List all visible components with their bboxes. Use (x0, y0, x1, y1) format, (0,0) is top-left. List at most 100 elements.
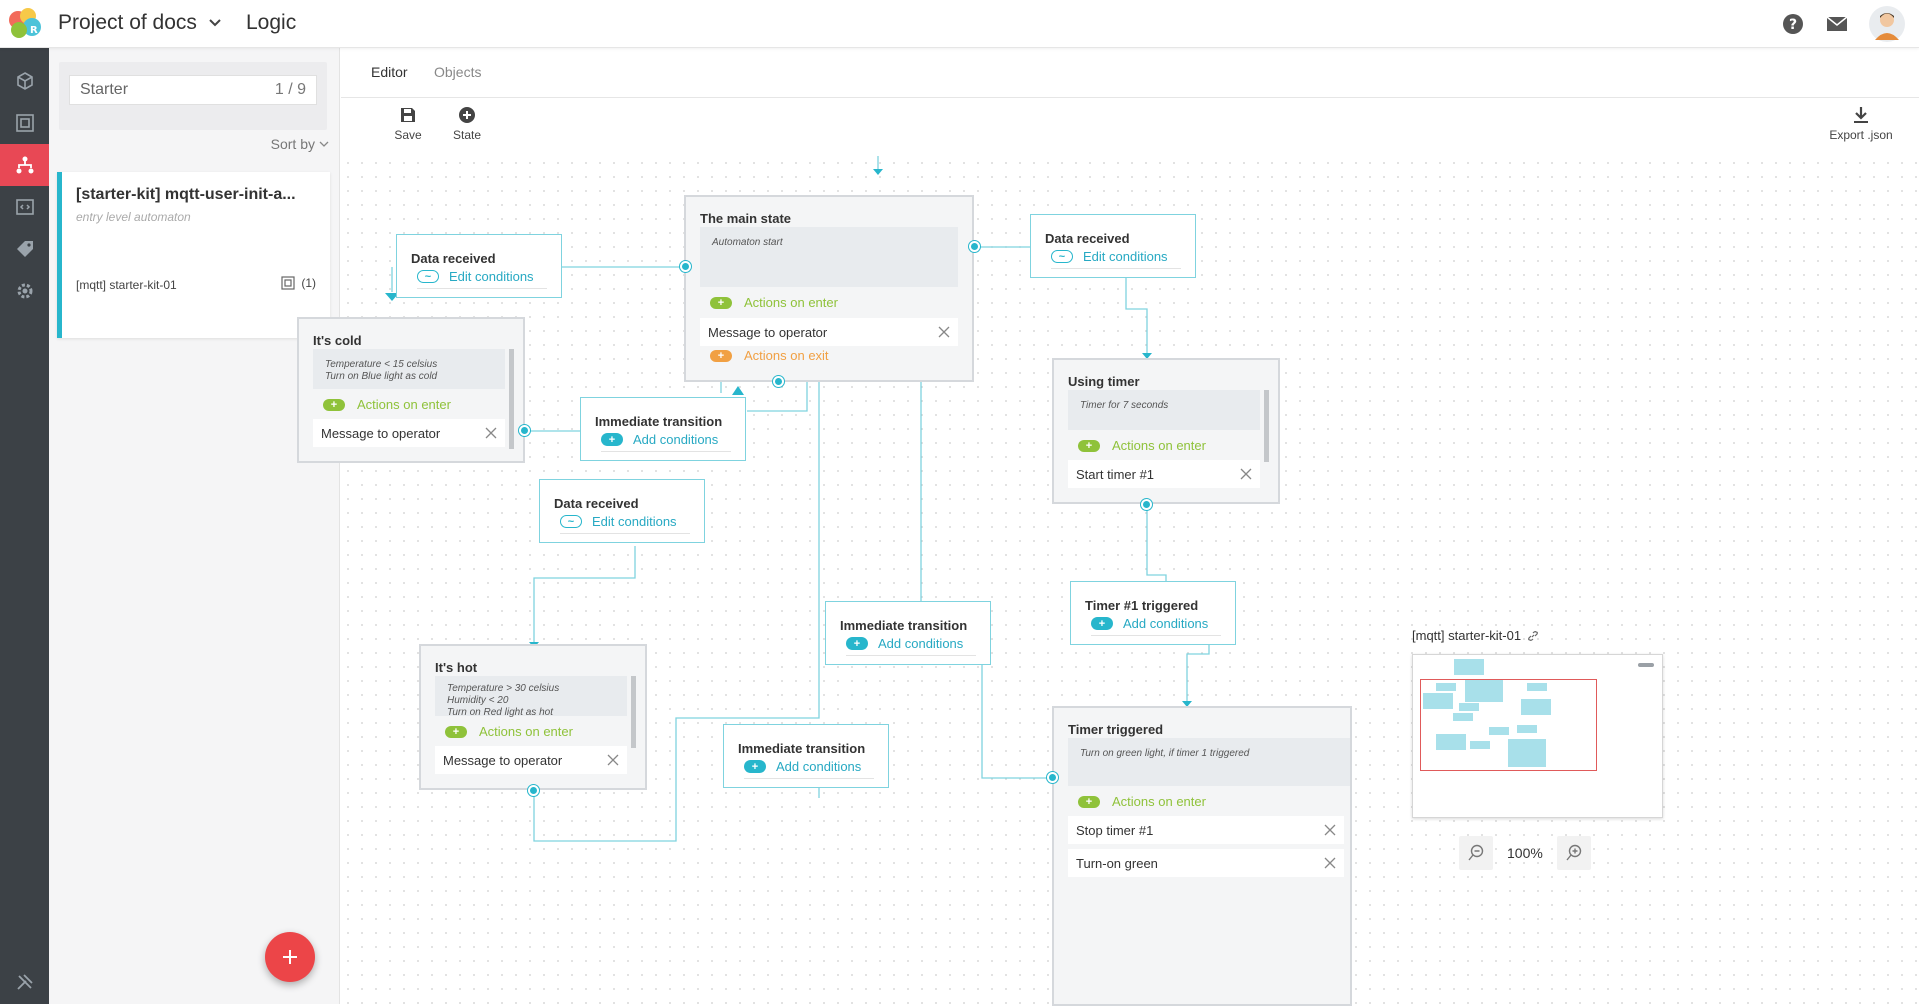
state-node-using-timer[interactable]: Using timer Timer for 7 seconds +Actions… (1052, 358, 1280, 504)
close-icon[interactable] (485, 427, 497, 439)
scrollbar[interactable] (1264, 390, 1269, 462)
state-node-timer-triggered[interactable]: Timer triggered Turn on green light, if … (1052, 706, 1352, 1006)
transition-title: Immediate transition (595, 414, 723, 429)
edit-conditions-link[interactable]: ~Edit conditions (1051, 249, 1181, 269)
close-icon[interactable] (1240, 468, 1252, 480)
state-title: Using timer (1068, 374, 1140, 389)
zoom-in-button[interactable] (1556, 836, 1591, 870)
sort-by-dropdown[interactable]: Sort by (271, 136, 329, 152)
state-node-main[interactable]: The main state Automaton start +Actions … (684, 195, 974, 382)
connection-port[interactable] (773, 376, 784, 387)
code-icon (15, 197, 35, 217)
logic-canvas[interactable]: The main state Automaton start +Actions … (297, 156, 1919, 1006)
sidebar-item-objects[interactable] (0, 60, 49, 102)
actions-on-enter[interactable]: +Actions on enter (445, 724, 573, 739)
search-count: 1 / 9 (274, 81, 306, 98)
device-frame-icon (281, 276, 301, 290)
add-conditions-link[interactable]: +Add conditions (744, 759, 874, 779)
actions-on-exit[interactable]: +Actions on exit (710, 348, 829, 363)
minimap-viewport[interactable] (1420, 679, 1597, 771)
scrollbar[interactable] (631, 676, 636, 748)
transition-node-immediate[interactable]: Immediate transition +Add conditions (580, 397, 746, 461)
automaton-card[interactable]: [starter-kit] mqtt-user-init-a... entry … (57, 172, 330, 338)
add-conditions-link[interactable]: +Add conditions (601, 432, 731, 452)
transition-node-data-received[interactable]: Data received ~Edit conditions (539, 479, 705, 543)
action-item[interactable]: Message to operator (700, 318, 958, 346)
card-device-count: (1) (281, 276, 316, 290)
gear-network-icon (15, 281, 35, 301)
connection-port[interactable] (1141, 499, 1152, 510)
sidebar-item-logic[interactable] (0, 144, 49, 186)
edit-conditions-link[interactable]: ~Edit conditions (417, 269, 547, 289)
connection-port[interactable] (1047, 772, 1058, 783)
tab-objects[interactable]: Objects (434, 64, 482, 80)
export-json-button[interactable]: Export .json (1821, 106, 1901, 142)
minimap-handle[interactable] (1638, 663, 1654, 667)
sidebar-item-settings[interactable] (0, 270, 49, 312)
action-item[interactable]: Message to operator (313, 419, 505, 447)
minimap[interactable] (1412, 654, 1663, 818)
transition-title: Data received (1045, 231, 1130, 246)
transition-node-immediate[interactable]: Immediate transition +Add conditions (825, 601, 991, 665)
connection-port[interactable] (528, 785, 539, 796)
transition-node-timer1-triggered[interactable]: Timer #1 triggered +Add conditions (1070, 581, 1236, 645)
mail-icon[interactable] (1825, 12, 1849, 36)
add-conditions-link[interactable]: +Add conditions (846, 636, 976, 656)
action-item[interactable]: Stop timer #1 (1068, 816, 1344, 844)
avatar[interactable] (1869, 6, 1905, 42)
actions-on-enter[interactable]: +Actions on enter (323, 397, 451, 412)
action-item[interactable]: Message to operator (435, 746, 627, 774)
connection-port[interactable] (969, 241, 980, 252)
close-icon[interactable] (938, 326, 950, 338)
state-description: Turn on green light, if timer 1 triggere… (1068, 738, 1350, 786)
actions-on-enter[interactable]: +Actions on enter (1078, 438, 1206, 453)
state-description: Temperature > 30 celsius Humidity < 20 T… (435, 676, 627, 718)
zoom-in-icon (1565, 844, 1583, 862)
project-selector[interactable]: Project of docs (58, 11, 221, 35)
transition-title: Data received (554, 496, 639, 511)
connection-port[interactable] (680, 261, 691, 272)
action-item[interactable]: Turn-on green (1068, 849, 1344, 877)
scrollbar[interactable] (509, 349, 514, 449)
connection-port[interactable] (519, 425, 530, 436)
tilde-icon: ~ (417, 270, 439, 283)
plus-circle-icon (458, 106, 476, 128)
actions-on-enter[interactable]: +Actions on enter (1078, 794, 1206, 809)
plus-icon: + (445, 725, 467, 738)
sidebar-item-tools[interactable] (0, 968, 49, 996)
svg-text:?: ? (1789, 17, 1797, 33)
transition-node-immediate[interactable]: Immediate transition +Add conditions (723, 724, 889, 788)
chevron-down-icon (209, 19, 221, 27)
state-node-cold[interactable]: It's cold Temperature < 15 celsius Turn … (297, 317, 525, 463)
add-conditions-link[interactable]: +Add conditions (1091, 616, 1221, 636)
close-icon[interactable] (607, 754, 619, 766)
sidebar-item-scripts[interactable] (0, 186, 49, 228)
app-logo-icon[interactable]: R (6, 6, 44, 42)
tilde-icon: ~ (1051, 250, 1073, 263)
chevron-down-icon (315, 141, 329, 147)
actions-on-enter[interactable]: +Actions on enter (710, 295, 838, 310)
zoom-out-button[interactable] (1459, 836, 1493, 870)
close-icon[interactable] (1324, 824, 1336, 836)
minimap-node (1470, 741, 1490, 749)
tag-icon (15, 239, 35, 259)
transition-node-data-received[interactable]: Data received ~Edit conditions (396, 234, 562, 298)
state-node-hot[interactable]: It's hot Temperature > 30 celsius Humidi… (419, 644, 647, 790)
search-input[interactable]: Starter 1 / 9 (69, 75, 317, 105)
sidebar-item-tags[interactable] (0, 228, 49, 270)
link-icon[interactable] (1521, 630, 1539, 642)
close-icon[interactable] (1324, 857, 1336, 869)
state-title: It's cold (313, 333, 362, 348)
sidebar-item-devices[interactable] (0, 102, 49, 144)
add-automaton-button[interactable] (265, 932, 315, 982)
state-description: Automaton start (700, 227, 958, 287)
add-state-button[interactable]: State (442, 106, 492, 142)
tab-editor[interactable]: Editor (371, 64, 408, 80)
transition-title: Immediate transition (840, 618, 968, 633)
transition-node-data-received[interactable]: Data received ~Edit conditions (1030, 214, 1196, 278)
help-icon[interactable]: ? (1781, 12, 1805, 36)
edit-conditions-link[interactable]: ~Edit conditions (560, 514, 690, 534)
save-button[interactable]: Save (383, 106, 433, 142)
action-item[interactable]: Start timer #1 (1068, 460, 1260, 488)
cube-icon (15, 71, 35, 91)
